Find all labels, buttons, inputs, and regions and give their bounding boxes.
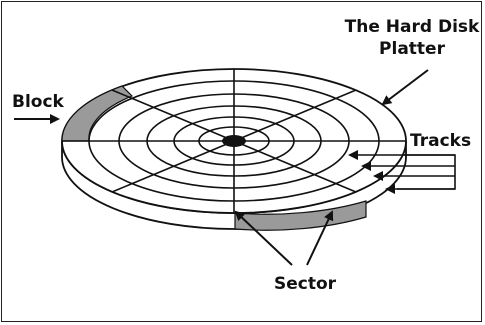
- title-line-1: The Hard Disk: [345, 17, 480, 37]
- arrows: [14, 69, 456, 266]
- block-shading: [61, 85, 134, 142]
- sector-label: Sector: [274, 274, 337, 294]
- sector-arrow: [306, 210, 334, 266]
- rim-sector-shading: [234, 200, 367, 231]
- sector-arrow: [234, 210, 293, 266]
- block-label: Block: [12, 92, 65, 112]
- title-arrow: [381, 69, 429, 106]
- spindle-hub: [222, 135, 246, 147]
- tracks-label: Tracks: [410, 131, 471, 151]
- title-line-2: Platter: [379, 39, 446, 59]
